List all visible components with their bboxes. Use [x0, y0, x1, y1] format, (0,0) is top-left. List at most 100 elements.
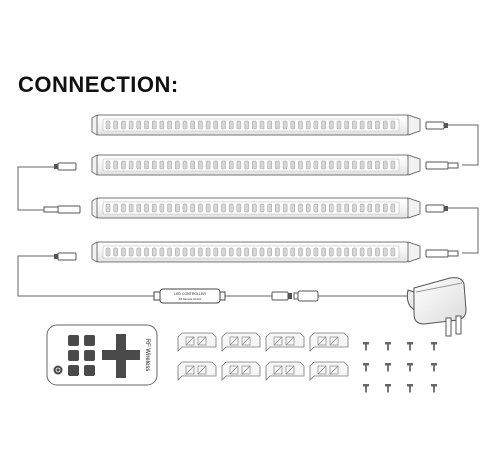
led-chip — [390, 160, 396, 170]
connector-bar4-left — [57, 252, 77, 261]
led-chip — [151, 120, 157, 130]
led-chip — [321, 203, 326, 213]
led-chip — [282, 203, 288, 213]
led-chip — [151, 247, 157, 257]
led-chip — [352, 203, 357, 213]
connectors — [35, 121, 462, 302]
page-title: CONNECTION: — [18, 72, 179, 97]
led-chip — [390, 120, 396, 130]
led-chip — [321, 160, 326, 170]
led-chip — [329, 247, 334, 257]
led-chip — [382, 247, 388, 257]
led-chip — [282, 120, 288, 130]
led-chip — [290, 160, 296, 170]
led-chip — [275, 247, 280, 257]
led-chip — [259, 247, 265, 257]
led-chip — [144, 203, 149, 213]
mounting-clip — [309, 332, 349, 352]
led-chip — [182, 120, 188, 130]
led-chip — [329, 160, 334, 170]
led-chip — [359, 203, 365, 213]
screw — [385, 342, 391, 351]
led-chip — [344, 203, 349, 213]
led-chip — [221, 203, 226, 213]
led-chip — [198, 120, 203, 130]
mounting-clip — [221, 361, 261, 381]
led-chip — [128, 160, 134, 170]
mounting-clip — [309, 361, 349, 381]
led-chip — [213, 203, 219, 213]
led-chip — [113, 247, 118, 257]
led-chip — [275, 203, 280, 213]
led-chip — [221, 120, 226, 130]
controller-sublabel: RF Remote Control — [179, 297, 202, 301]
power-adapter — [406, 277, 467, 337]
led-chip — [144, 247, 149, 257]
dc-plug — [271, 291, 289, 301]
led-chip — [282, 160, 288, 170]
led-chip — [329, 120, 334, 130]
led-chip — [336, 120, 342, 130]
led-chip — [175, 120, 180, 130]
adapter-prong-left — [445, 317, 452, 337]
connector-bar1-right — [425, 121, 445, 130]
remote-dpad — [102, 334, 140, 378]
led-chip — [236, 203, 242, 213]
led-chip — [167, 160, 172, 170]
led-chip — [375, 247, 380, 257]
led-chip — [352, 120, 357, 130]
led-chip — [151, 203, 157, 213]
led-chip — [121, 247, 126, 257]
led-chip — [329, 203, 334, 213]
mounting-clips — [177, 332, 349, 381]
led-chip — [167, 120, 172, 130]
connector-bar3-right — [425, 204, 445, 213]
led-chip — [252, 120, 257, 130]
led-chip — [159, 120, 165, 130]
led-chip — [151, 160, 157, 170]
led-chip — [267, 203, 272, 213]
light-bar-4 — [91, 241, 421, 263]
led-chip — [244, 203, 249, 213]
led-chip — [205, 160, 211, 170]
led-chip — [198, 203, 203, 213]
led-chip — [128, 203, 134, 213]
led-chip — [167, 247, 172, 257]
led-chip — [175, 247, 180, 257]
led-chip — [259, 203, 265, 213]
led-chip — [228, 247, 234, 257]
led-chip — [121, 203, 126, 213]
led-chip — [190, 203, 195, 213]
light-bar-3 — [91, 197, 421, 219]
led-chip — [321, 247, 326, 257]
led-chip — [213, 160, 219, 170]
led-chip — [105, 203, 111, 213]
led-chip — [390, 247, 396, 257]
screw — [431, 342, 437, 351]
led-chip — [175, 203, 180, 213]
led-chip — [259, 120, 265, 130]
led-chip — [275, 120, 280, 130]
led-chip — [267, 120, 272, 130]
led-chip — [305, 160, 311, 170]
led-chip — [375, 160, 380, 170]
led-chip — [236, 160, 242, 170]
light-bars — [91, 114, 421, 263]
screw — [407, 384, 413, 393]
led-chip — [313, 247, 319, 257]
led-chip — [367, 120, 373, 130]
led-chip — [359, 120, 365, 130]
led-chip — [121, 160, 126, 170]
rf-remote: RF Wireless — [46, 324, 158, 386]
led-chip — [228, 203, 234, 213]
wire-bar1-bar2 — [448, 124, 479, 166]
led-chip — [213, 247, 219, 257]
led-chip — [344, 160, 349, 170]
led-chip — [298, 203, 303, 213]
led-chip — [144, 120, 149, 130]
screw — [407, 342, 413, 351]
led-chip — [228, 120, 234, 130]
led-chip — [290, 203, 296, 213]
mounting-clip — [221, 332, 261, 352]
led-chip — [136, 203, 142, 213]
